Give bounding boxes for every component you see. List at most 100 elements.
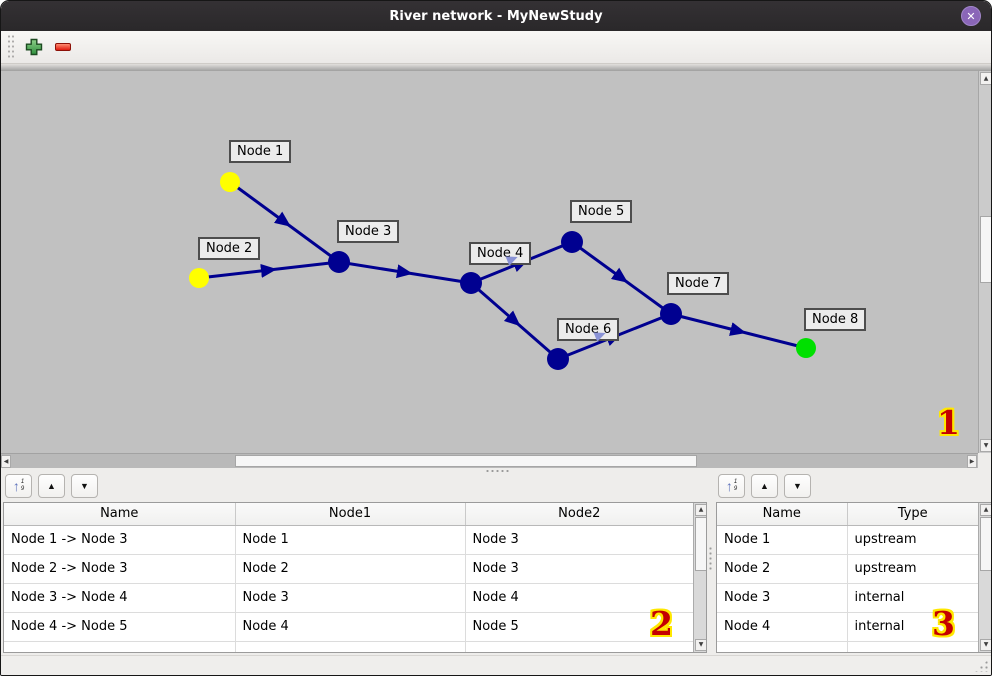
canvas-vertical-scrollbar[interactable]: ▲ ▼ (978, 71, 991, 453)
node-marker[interactable] (460, 272, 482, 294)
node-marker[interactable] (189, 268, 209, 288)
scroll-left-arrow[interactable]: ◀ (1, 455, 11, 468)
table-cell[interactable]: internal (847, 583, 978, 613)
table-cell[interactable]: Node 2 (235, 554, 466, 584)
add-button[interactable] (23, 36, 45, 58)
table-header-cell[interactable]: Name (4, 503, 236, 526)
node-label[interactable]: Node 3 (337, 220, 400, 243)
scroll-down-arrow[interactable]: ▼ (695, 639, 706, 651)
pane-splitter-handle[interactable] (485, 469, 511, 473)
river-edge[interactable] (571, 240, 672, 316)
node-marker[interactable] (660, 303, 682, 325)
resize-grip[interactable] (974, 660, 988, 672)
node-marker[interactable] (796, 338, 816, 358)
table-cell[interactable]: Node 1 (717, 525, 848, 555)
scroll-up-arrow[interactable]: ▲ (695, 504, 706, 516)
table-cell[interactable]: Node 4 -> Node 5 (4, 612, 236, 642)
up-triangle-icon: ▲ (47, 480, 56, 491)
nodes-table-scrollbar[interactable]: ▲ ▼ (978, 503, 991, 652)
canvas-vscroll-thumb[interactable] (980, 216, 991, 283)
annotation-number-2: 2 (650, 604, 673, 643)
close-icon: ✕ (966, 9, 976, 23)
table-cell[interactable]: Node 1 (235, 525, 466, 555)
table-cell[interactable]: Node 2 (717, 554, 848, 584)
remove-minus-icon (55, 43, 71, 51)
canvas-horizontal-scrollbar[interactable]: ◀ ▶ (1, 453, 978, 468)
scroll-up-arrow[interactable]: ▲ (980, 504, 991, 516)
scroll-down-arrow[interactable]: ▼ (980, 439, 991, 452)
scroll-down-arrow[interactable]: ▼ (980, 639, 991, 651)
table-cell[interactable]: Node 3 (465, 554, 693, 584)
close-button[interactable]: ✕ (961, 6, 981, 26)
river-edge[interactable] (670, 312, 807, 350)
titlebar[interactable]: River network - MyNewStudy ✕ (1, 1, 991, 31)
node-label[interactable]: Node 4 (469, 242, 532, 265)
links-scroll-thumb[interactable] (695, 517, 706, 571)
table-cell[interactable]: Node 4 (235, 612, 466, 642)
toolbar-drag-handle[interactable] (7, 34, 15, 60)
scroll-right-arrow[interactable]: ▶ (967, 455, 977, 468)
nodes-move-up-button[interactable]: ▲ (751, 474, 778, 498)
river-edge[interactable] (338, 260, 472, 285)
table-cell[interactable]: Node 3 -> Node 4 (4, 583, 236, 613)
table-header-cell[interactable]: Node1 (235, 503, 466, 526)
remove-button[interactable] (53, 41, 73, 53)
table-cell[interactable]: Node 3 (235, 583, 466, 613)
down-triangle-icon: ▼ (80, 480, 89, 491)
table-cell[interactable]: upstream (847, 554, 978, 584)
node-label[interactable]: Node 6 (557, 318, 620, 341)
node-label[interactable]: Node 8 (804, 308, 867, 331)
node-marker[interactable] (328, 251, 350, 273)
node-marker[interactable] (561, 231, 583, 253)
node-label[interactable]: Node 7 (667, 272, 730, 295)
scroll-up-icon: ▲ (698, 506, 704, 513)
node-label[interactable]: Node 5 (570, 200, 633, 223)
table-cell[interactable]: Node 1 -> Node 3 (4, 525, 236, 555)
nodes-scroll-thumb[interactable] (980, 517, 991, 571)
links-table-scrollbar[interactable]: ▲ ▼ (693, 503, 706, 652)
table-cell[interactable]: Node 3 (465, 525, 693, 555)
table-header-cell[interactable]: Name (717, 503, 848, 526)
table-cell[interactable]: upstream (847, 525, 978, 555)
links-move-up-button[interactable]: ▲ (38, 474, 65, 498)
river-edge[interactable] (229, 180, 340, 264)
scroll-right-icon: ▶ (969, 457, 975, 465)
river-edge[interactable] (198, 260, 340, 280)
node-label[interactable]: Node 2 (198, 237, 261, 260)
canvas-hscroll-thumb[interactable] (235, 455, 697, 467)
table-empty-row (717, 641, 978, 652)
node-marker[interactable] (547, 348, 569, 370)
table-cell[interactable]: Node 2 -> Node 3 (4, 554, 236, 584)
table-cell[interactable]: internal (847, 612, 978, 642)
table-cell[interactable]: Node 4 (717, 612, 848, 642)
node-label[interactable]: Node 1 (229, 140, 292, 163)
table-cell[interactable]: Node 4 (465, 583, 693, 613)
nodes-move-down-button[interactable]: ▼ (784, 474, 811, 498)
table-cell[interactable]: Node 5 (465, 612, 693, 642)
scroll-up-arrow[interactable]: ▲ (980, 72, 991, 85)
network-canvas[interactable]: Node 1 Node 2 Node 3 Node 4 Node 5 Node 6 Node… (1, 71, 978, 453)
table-cell (847, 641, 978, 652)
links-move-down-button[interactable]: ▼ (71, 474, 98, 498)
table-header-cell[interactable]: Node2 (465, 503, 693, 526)
node-marker[interactable] (220, 172, 240, 192)
river-edge[interactable] (470, 281, 559, 361)
table-header-cell[interactable]: Type (847, 503, 978, 526)
table-cell[interactable]: Node 3 (717, 583, 848, 613)
table-splitter-handle[interactable] (708, 546, 713, 570)
